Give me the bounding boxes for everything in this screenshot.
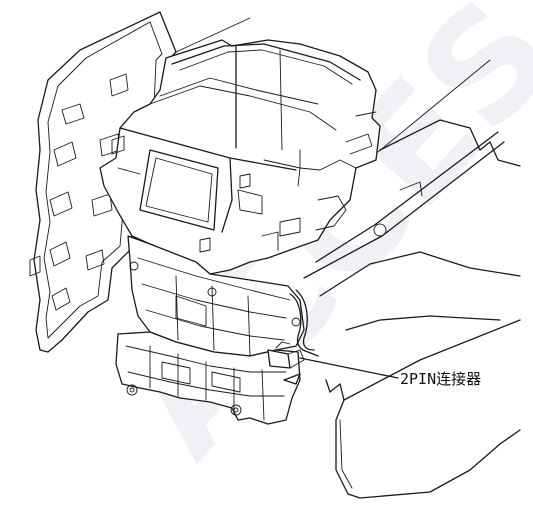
callout-label: 2PIN连接器 [400, 370, 481, 388]
upper-housing [99, 39, 381, 275]
callout-leader-line [299, 357, 399, 379]
middle-housing [127, 235, 305, 357]
callout: 2PIN连接器 [299, 357, 481, 388]
connector-2pin [267, 289, 319, 385]
right-frame [319, 59, 521, 297]
right-rail [303, 131, 505, 279]
lower-base [115, 331, 301, 425]
right-lower-panel [325, 315, 521, 499]
